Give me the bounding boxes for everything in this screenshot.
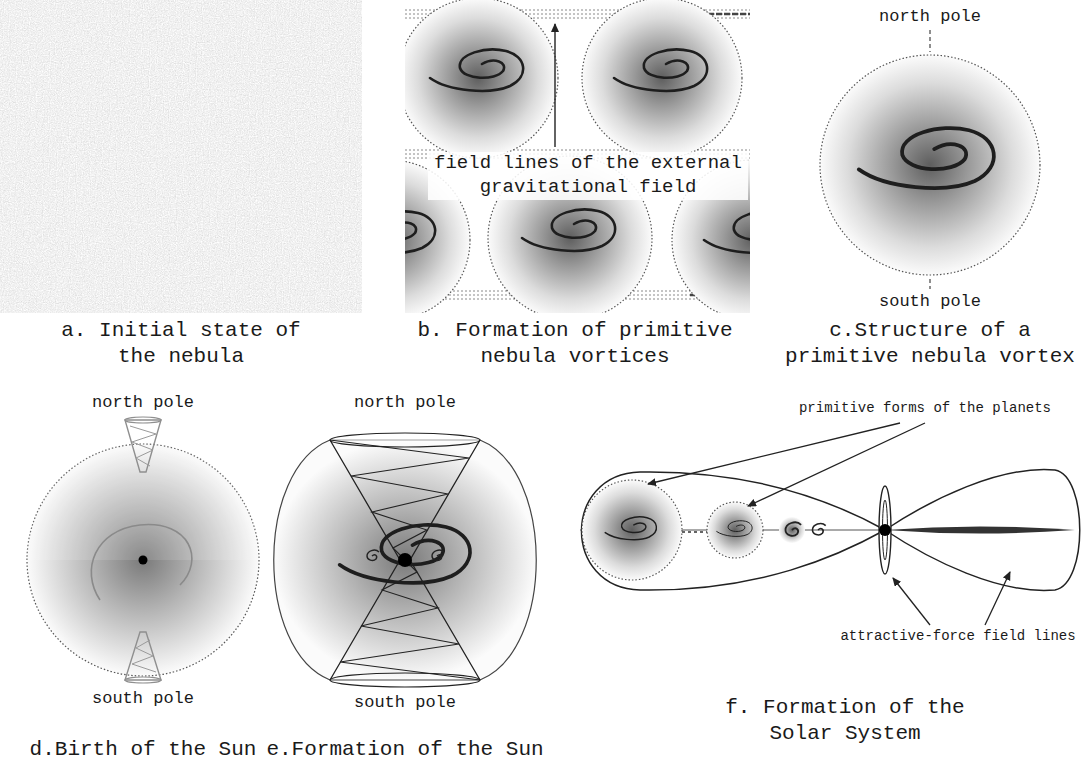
pole-label: north pole (68, 392, 218, 413)
sun-dot (879, 524, 891, 536)
panel-caption: f. Formation of the Solar System (714, 695, 976, 748)
pole-vortex (132, 640, 156, 672)
field-lobe (885, 470, 1080, 591)
vortices-panel (405, 0, 750, 313)
pole-funnel (125, 420, 161, 472)
faint-spiral (91, 525, 192, 600)
nebula-noise (0, 0, 362, 313)
hourglass-rim (330, 433, 480, 447)
pole-funnel (125, 417, 161, 423)
leader-lines (648, 423, 1010, 625)
planet-spiral (813, 524, 826, 535)
planet-spiral (786, 522, 802, 535)
pole-label: north pole (855, 6, 1005, 27)
pole-axis (929, 30, 930, 52)
hourglass (330, 440, 480, 680)
field-label: field lines of the external gravitationa… (428, 152, 748, 200)
hourglass-vortex (330, 440, 480, 680)
panel-caption: a. Initial state of the nebula (50, 318, 312, 371)
planet-spiral (717, 521, 752, 537)
pole-label: south pole (855, 291, 1005, 312)
pole-funnel (125, 632, 161, 680)
panel-caption: d.Birth of the Sun (25, 737, 261, 763)
vortex-circle (820, 55, 1040, 275)
pole-spindle (879, 486, 891, 574)
vortex-spiral (704, 212, 750, 253)
upper-band (27, 444, 259, 560)
vortex-structure (820, 30, 1040, 289)
vortex-spiral (430, 50, 523, 91)
nebula-body (274, 440, 537, 680)
nebula-circle (27, 444, 259, 676)
nebula-ground (0, 0, 362, 313)
planet-nebula (582, 480, 682, 580)
vortex-spiral (614, 50, 707, 91)
vortex-spiral (340, 525, 470, 583)
sun-dot (398, 553, 412, 567)
vortex-spiral (522, 210, 615, 251)
sun-dot (139, 556, 148, 565)
pole-label: south pole (330, 692, 480, 713)
planet-spiral (367, 550, 379, 560)
planet-label: primitive forms of the planets (785, 400, 1065, 418)
vortex-circles (405, 0, 750, 313)
pole-axis (929, 279, 930, 289)
field-label: attractive-force field lines (828, 628, 1088, 646)
leader-arrow (554, 24, 555, 147)
vortex-spiral (859, 128, 994, 188)
pole-funnel (125, 677, 161, 683)
sun-birth (27, 417, 259, 683)
vortex-spiral (405, 212, 435, 253)
pole-label: south pole (68, 688, 218, 709)
solar-system (580, 470, 1080, 591)
field-lobe (582, 472, 886, 590)
planet-spiral (432, 550, 444, 560)
panel-caption: c.Structure of a primitive nebula vortex (778, 318, 1083, 371)
pole-vortex (130, 426, 156, 466)
hourglass-rim (330, 673, 480, 687)
planet-nebula (707, 502, 763, 558)
sun-formation (274, 433, 537, 687)
field-spindle (885, 527, 1075, 534)
planet-nebula (779, 517, 805, 543)
nebula-panel (0, 0, 362, 313)
pole-label: north pole (330, 392, 480, 413)
panel-caption: e.Formation of the Sun (264, 737, 546, 763)
orbit-dash (682, 531, 708, 533)
planet-spiral (605, 517, 656, 540)
panel-caption: b. Formation of primitive nebula vortice… (408, 318, 743, 371)
